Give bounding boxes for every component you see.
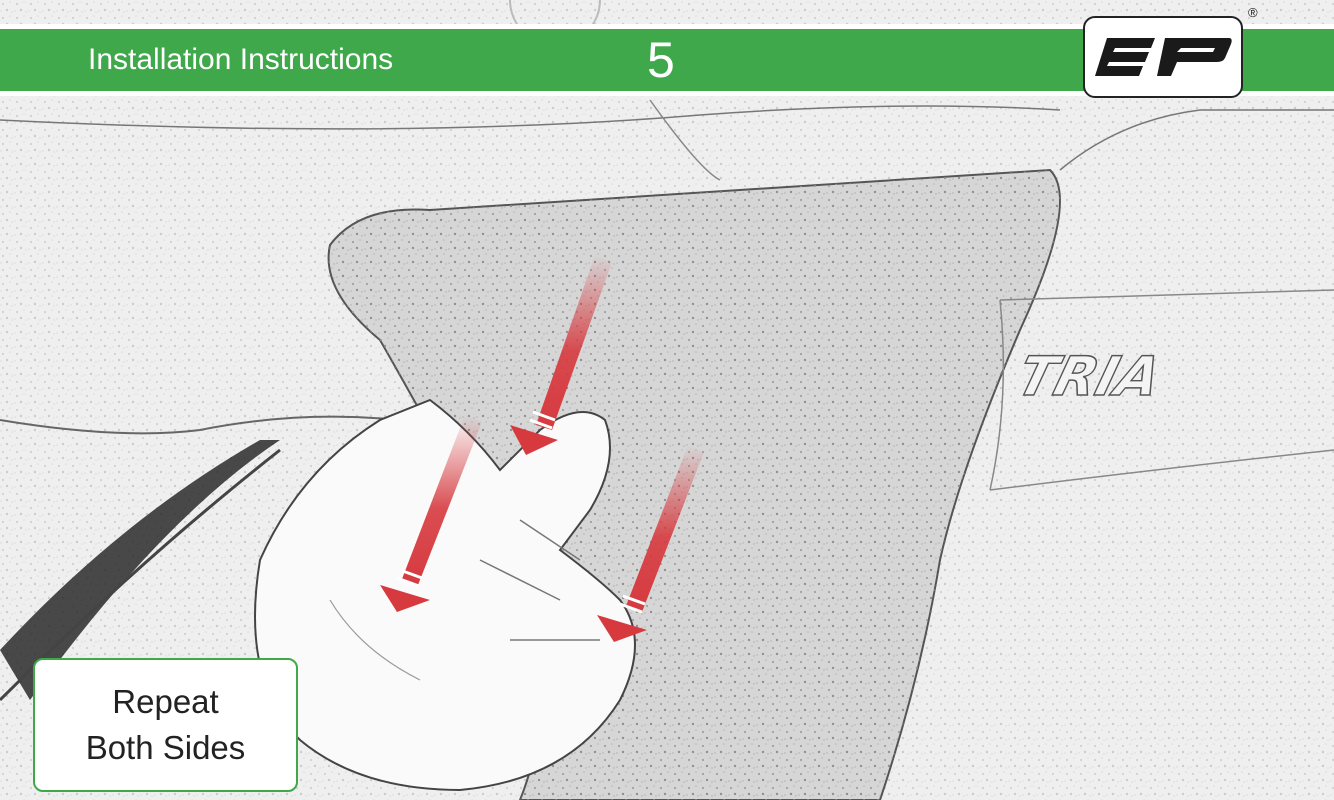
repeat-callout: Repeat Both Sides [33,658,298,792]
step-number: 5 [647,32,675,88]
press-arrow-2 [380,415,482,612]
callout-line-1: Repeat [112,683,219,720]
press-arrow-1 [510,255,612,455]
vehicle-emblem: TRIA [1011,345,1168,408]
press-arrow-3 [597,445,704,642]
brand-logo [1083,16,1243,98]
registered-mark: ® [1248,5,1258,20]
ep-logo-icon [1095,38,1232,76]
callout-line-2: Both Sides [85,729,246,766]
page-title: Installation Instructions [88,43,394,76]
hand-sketch [254,398,636,792]
